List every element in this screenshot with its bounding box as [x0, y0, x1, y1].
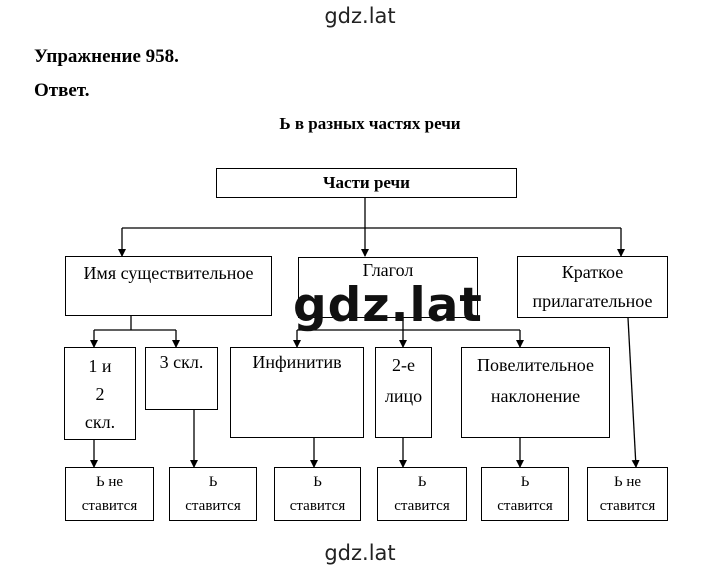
- result-line1: Ь не: [613, 474, 642, 490]
- adjective-label-line2: прилагательное: [532, 291, 653, 311]
- root-node: Части речи: [216, 168, 517, 198]
- decl-1-2-line3: скл.: [84, 411, 116, 432]
- second-person-node: 2-е лицо: [375, 347, 432, 438]
- imperative-line2: наклонение: [490, 386, 581, 406]
- adjective-label-line1: Краткое: [561, 262, 624, 282]
- result-line1: Ь: [417, 474, 427, 490]
- result-line2: ставится: [81, 498, 138, 514]
- diagram-title: Ь в разных частях речи: [279, 114, 461, 133]
- decl-3-label: 3 скл.: [159, 352, 204, 372]
- infinitive-label: Инфинитив: [252, 352, 342, 372]
- decl-1-2-node: 1 и 2 скл.: [64, 347, 136, 440]
- noun-node: Имя существительное: [65, 256, 272, 316]
- second-person-line2: лицо: [384, 386, 423, 406]
- result-line1: Ь не: [95, 474, 124, 490]
- watermark-center: gdz.lat: [293, 278, 483, 333]
- result-line2: ставится: [497, 498, 553, 514]
- result-line1: Ь: [208, 474, 218, 490]
- watermark-bottom: gdz.lat: [324, 541, 396, 565]
- second-person-line1: 2-е: [392, 355, 415, 375]
- answer-heading: Ответ.: [34, 80, 90, 101]
- result-second-person: Ь ставится: [377, 467, 467, 521]
- result-infinitive: Ь ставится: [274, 467, 361, 521]
- result-line2: ставится: [185, 498, 241, 514]
- result-adjective: Ь не ставится: [587, 467, 668, 521]
- result-line2: ставится: [599, 498, 656, 514]
- result-decl-3: Ь ставится: [169, 467, 257, 521]
- imperative-node: Повелительное наклонение: [461, 347, 610, 438]
- result-line1: Ь: [520, 474, 530, 490]
- exercise-heading: Упражнение 958.: [34, 46, 179, 67]
- watermark-top: gdz.lat: [324, 4, 396, 28]
- result-imperative: Ь ставится: [481, 467, 569, 521]
- noun-label: Имя существительное: [83, 263, 254, 283]
- decl-3-node: 3 скл.: [145, 347, 218, 410]
- result-decl-1-2: Ь не ставится: [65, 467, 154, 521]
- root-label: Части речи: [323, 173, 410, 192]
- result-line1: Ь: [313, 474, 322, 490]
- adjective-node: Краткое прилагательное: [517, 256, 668, 318]
- verb-node: Глагол: [298, 257, 478, 318]
- verb-label: Глагол: [362, 260, 414, 280]
- infinitive-node: Инфинитив: [230, 347, 364, 438]
- result-line2: ставится: [289, 498, 346, 514]
- decl-1-2-line2: 2: [95, 383, 105, 404]
- imperative-line1: Повелительное: [477, 355, 594, 375]
- result-line2: ставится: [394, 498, 450, 514]
- decl-1-2-line1: 1 и: [88, 355, 112, 376]
